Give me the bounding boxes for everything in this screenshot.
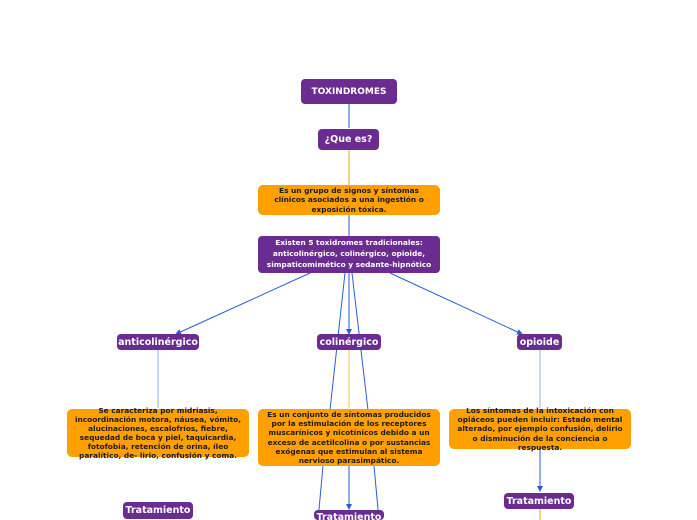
link-types-anticolinergico xyxy=(175,272,311,335)
branch-anticolinergico[interactable]: anticolinérgico xyxy=(117,334,199,350)
opioide-description[interactable]: Los síntomas de la intoxicación con opiá… xyxy=(449,406,631,452)
anticolinergico-description[interactable]: Se caracteriza por midriasis, incoordina… xyxy=(67,406,249,460)
definition-node[interactable]: Es un grupo de signos y síntomas clínico… xyxy=(258,185,440,215)
link-types-opioide xyxy=(389,272,523,335)
root-node[interactable]: TOXINDROMES xyxy=(301,79,397,104)
question-node[interactable]: ¿Que es? xyxy=(318,129,379,150)
types-node[interactable]: Existen 5 toxidromes tradicionales: anti… xyxy=(258,236,440,273)
branch-colinergico[interactable]: colinérgico xyxy=(317,334,381,350)
colinergico-treatment[interactable]: Tratamiento xyxy=(314,510,384,520)
opioide-treatment[interactable]: Tratamiento xyxy=(504,493,574,509)
anticolinergico-treatment[interactable]: Tratamiento xyxy=(123,502,193,519)
branch-opioide[interactable]: opioide xyxy=(517,334,562,350)
colinergico-description[interactable]: Es un conjunto de síntomas producidos po… xyxy=(258,409,440,466)
